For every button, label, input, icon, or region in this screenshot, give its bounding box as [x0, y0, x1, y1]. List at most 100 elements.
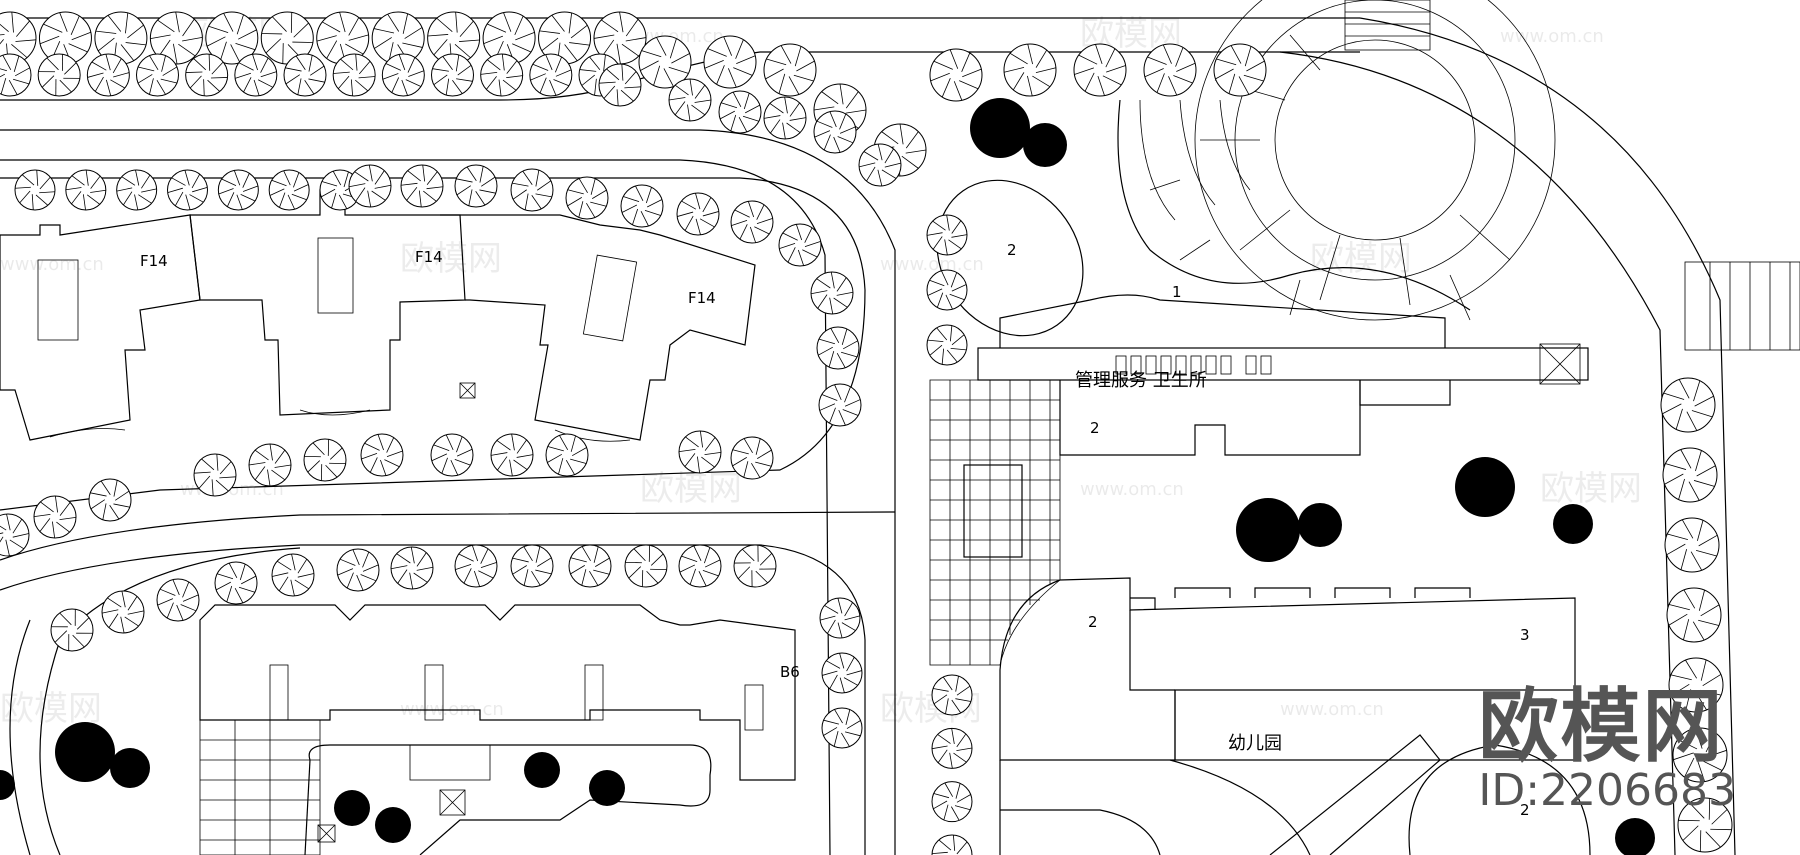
tree-symbol: [214, 561, 258, 605]
tree-symbol: [360, 433, 404, 477]
tree-symbol: [0, 53, 32, 97]
watermark-site: www.om.cn: [0, 254, 104, 275]
tree-symbol: [1672, 727, 1728, 783]
tree-symbol: [929, 48, 983, 102]
watermark-site: www.om.cn: [880, 254, 984, 275]
tree-symbol: [763, 43, 817, 97]
top-stairs: [1344, 0, 1431, 51]
tree-symbol: [1668, 657, 1724, 713]
tree-symbol: [205, 11, 259, 65]
tree-symbol: [821, 652, 863, 694]
watermark-text: 欧模网: [1310, 239, 1412, 279]
watermark-text: 欧模网: [640, 469, 742, 509]
tree-symbol: [926, 214, 968, 256]
solid-tree: [1553, 504, 1593, 544]
tree-symbol: [703, 35, 757, 89]
tree-symbol: [1143, 43, 1197, 97]
tree-symbol: [94, 11, 148, 65]
building-label-f14-center: F14: [415, 248, 443, 266]
solid-tree: [0, 770, 15, 800]
radial-tree-layer: [0, 11, 1733, 855]
tree-symbol: [336, 548, 380, 592]
tree-symbol: [1666, 587, 1722, 643]
tree-symbol: [167, 169, 208, 211]
tree-symbol: [568, 544, 612, 588]
tree-symbol: [88, 478, 132, 522]
tree-symbol: [390, 546, 434, 590]
tree-symbol: [931, 781, 973, 823]
tree-symbol: [718, 90, 762, 134]
tree-symbol: [480, 53, 524, 97]
tree-symbol: [529, 53, 573, 97]
solid-tree: [1615, 818, 1655, 855]
zone-label-1: 1: [1172, 283, 1182, 301]
tree-symbol: [234, 53, 278, 97]
tree-symbol: [248, 443, 292, 487]
tree-symbol: [810, 271, 854, 315]
tree-symbol: [371, 11, 425, 65]
building-f14-east: [440, 214, 756, 442]
solid-tree: [55, 722, 115, 782]
tree-symbol: [598, 63, 642, 107]
solid-tree: [970, 98, 1030, 158]
tree-symbol: [283, 53, 327, 97]
tree-symbol: [1213, 43, 1267, 97]
building-label-f14-east: F14: [688, 289, 716, 307]
tree-symbol: [37, 53, 81, 97]
solid-tree: [1455, 457, 1515, 517]
tree-symbol: [33, 495, 77, 539]
tree-symbol: [926, 324, 968, 366]
tree-symbol: [431, 53, 474, 97]
tree-symbol: [14, 169, 56, 211]
tree-symbol: [668, 78, 712, 122]
watermark-text: 欧模网: [1540, 469, 1642, 509]
tree-symbol: [136, 53, 179, 97]
tree-symbol: [638, 35, 692, 89]
watermark-site: www.om.cn: [1280, 699, 1384, 720]
zone-label-3: 3: [1520, 626, 1530, 644]
tree-symbol: [303, 438, 347, 482]
solid-tree: [110, 748, 150, 788]
tree-symbol: [819, 597, 861, 639]
tree-symbol: [185, 53, 229, 97]
tree-symbol: [260, 11, 314, 65]
watermark-site: www.om.cn: [1080, 479, 1184, 500]
tree-symbol: [510, 168, 554, 212]
tree-symbol: [454, 164, 498, 208]
solid-tree: [1236, 498, 1300, 562]
tree-symbol: [430, 433, 474, 477]
tree-symbol: [427, 11, 481, 65]
tree-symbol: [116, 169, 158, 211]
tree-symbol: [510, 544, 554, 588]
tree-symbol: [676, 192, 720, 236]
tree-symbol: [1003, 43, 1057, 97]
building-label-b6: B6: [780, 663, 800, 681]
zone-label-2-bottom: 2: [1520, 801, 1530, 819]
tree-symbol: [381, 53, 425, 97]
tree-symbol: [813, 110, 857, 154]
brick-paving-lower-left: [199, 719, 321, 855]
tree-symbol: [38, 11, 92, 65]
tree-symbol: [454, 544, 498, 588]
tree-symbol: [332, 53, 376, 97]
right-stairs: [1684, 261, 1800, 351]
tree-symbol: [101, 590, 145, 634]
brand-name: 欧模网: [1478, 679, 1725, 773]
tree-symbol: [0, 513, 30, 557]
solid-tree: [589, 770, 625, 806]
solid-tree: [334, 790, 370, 826]
tree-symbol: [926, 269, 968, 311]
tree-symbol: [624, 544, 668, 588]
tree-symbol: [538, 11, 592, 65]
tree-symbol: [763, 96, 807, 140]
tree-symbol: [156, 578, 200, 622]
tree-symbol: [65, 169, 107, 211]
tree-symbol: [778, 223, 822, 267]
tree-symbol: [217, 169, 259, 211]
tree-symbol: [50, 608, 94, 652]
building-lower-row: [199, 604, 796, 781]
brand-watermark: 欧模网 ID:2206683: [1478, 679, 1736, 815]
tree-symbol: [400, 164, 444, 208]
solid-tree: [1023, 123, 1067, 167]
